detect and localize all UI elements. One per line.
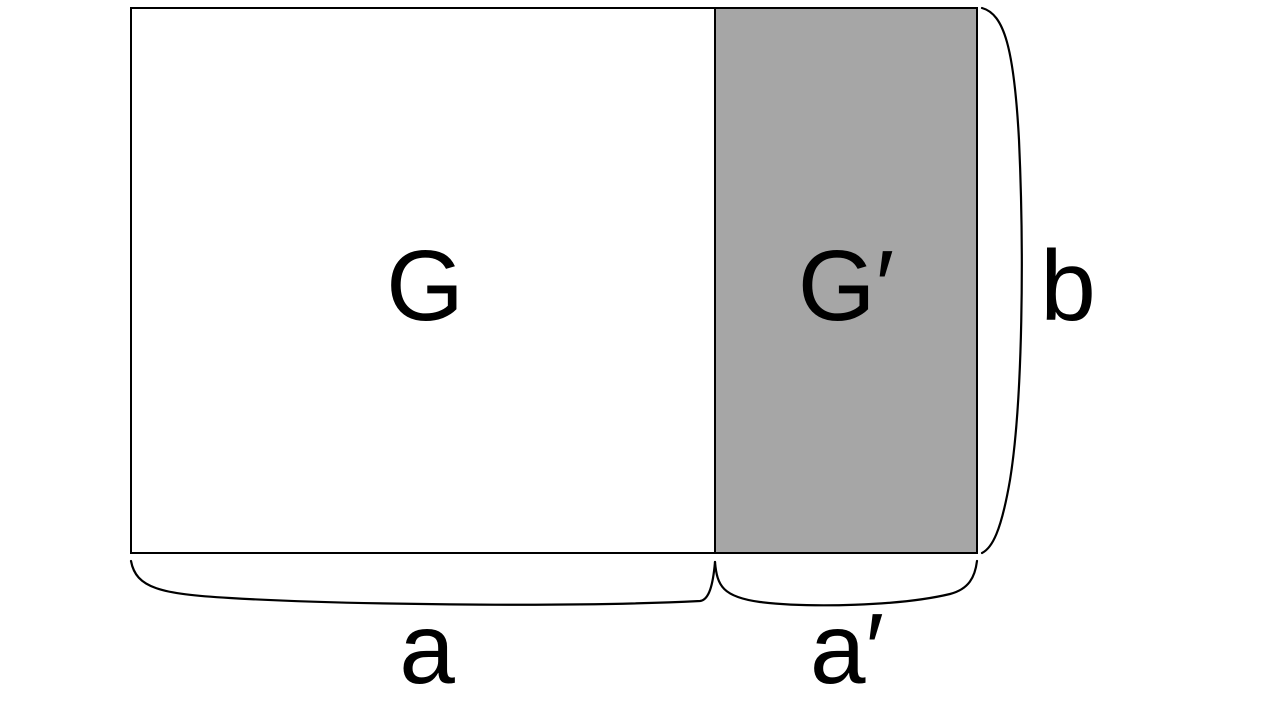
dimension-label-a: a xyxy=(399,593,455,705)
dimension-label-a-prime: a′ xyxy=(810,593,884,705)
region-g-rect xyxy=(130,7,716,554)
region-g-prime-label: G′ xyxy=(798,230,895,342)
dimension-label-b: b xyxy=(1040,230,1096,342)
region-g-prime-rect xyxy=(714,7,978,554)
brace-a-path xyxy=(129,559,717,606)
brace-a-prime-path xyxy=(713,559,979,607)
brace-b-path xyxy=(980,6,1023,555)
region-g-label: G xyxy=(386,230,464,342)
